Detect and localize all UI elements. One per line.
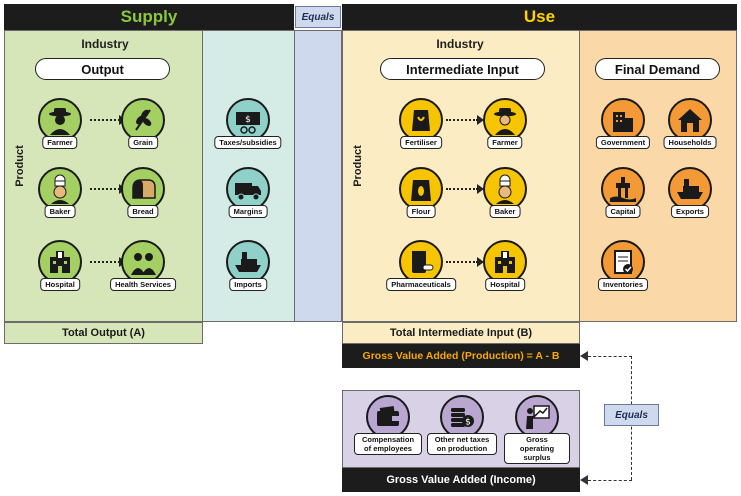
taxes-node: $ Taxes/subsidies — [203, 98, 293, 170]
presenter-icon — [515, 395, 559, 439]
node-label: Margins — [228, 205, 268, 218]
total-intermediate-input: Total Intermediate Input (B) — [342, 322, 580, 344]
grain-icon — [121, 98, 165, 142]
connector-top — [588, 356, 632, 357]
node-label: Taxes/subsidies — [214, 136, 282, 149]
margins-node: Margins — [203, 167, 293, 239]
node-label: Gross operating surplus — [504, 433, 570, 464]
inventories-icon — [601, 240, 645, 284]
households-icon — [668, 98, 712, 142]
coins-icon: $ — [440, 395, 484, 439]
connector-bottom — [588, 480, 632, 481]
supply-hospital-node: Hospital — [15, 240, 105, 312]
node-label: Bread — [127, 205, 159, 218]
hospital-icon — [38, 240, 82, 284]
use-farmer-node: Farmer — [460, 98, 550, 170]
gva-income: Gross Value Added (Income) — [342, 468, 580, 492]
node-label: Farmer — [42, 136, 78, 149]
supply-output-pill: Output — [35, 58, 170, 80]
flow-arrow — [446, 115, 484, 127]
node-label: Government — [595, 136, 651, 149]
use-fertiliser-node: Fertiliser — [376, 98, 466, 170]
capital-node: Capital — [578, 167, 668, 239]
flow-arrow — [446, 257, 484, 269]
truck-icon — [226, 167, 270, 211]
use-hospital-node: Hospital — [460, 240, 550, 312]
intermediate-input-pill: Intermediate Input — [380, 58, 545, 80]
node-label: Hospital — [40, 278, 80, 291]
wallet-icon — [366, 395, 410, 439]
use-baker-node: Baker — [460, 167, 550, 239]
supply-title: Supply — [120, 7, 178, 26]
health-services-icon — [121, 240, 165, 284]
supply-farmer-node: Farmer — [15, 98, 105, 170]
imports-node: Imports — [203, 240, 293, 312]
supply-baker-node: Baker — [15, 167, 105, 239]
flow-arrow — [446, 184, 484, 196]
gva-production: Gross Value Added (Production) = A - B — [342, 344, 580, 368]
equals-column — [294, 30, 342, 322]
inventories-node: Inventories — [578, 240, 668, 312]
other-taxes-node: $ Other net taxes on production — [417, 395, 507, 467]
arrowhead-bottom — [580, 475, 588, 485]
node-label: Pharmaceuticals — [386, 278, 456, 291]
node-label: Grain — [128, 136, 158, 149]
node-label: Imports — [229, 278, 267, 291]
supply-industry-label: Industry — [81, 37, 129, 51]
use-industry-label: Industry — [436, 37, 484, 51]
households-node: Households — [645, 98, 735, 170]
supply-health-services-node: Health Services — [98, 240, 188, 312]
node-label: Health Services — [110, 278, 176, 291]
node-label: Other net taxes on production — [427, 433, 497, 455]
supply-grain-node: Grain — [98, 98, 188, 170]
baker-icon — [483, 167, 527, 211]
supply-header: Supply — [4, 4, 294, 30]
node-label: Inventories — [597, 278, 649, 291]
node-label: Capital — [605, 205, 641, 218]
use-header: Use — [342, 4, 737, 30]
node-label: Flour — [406, 205, 436, 218]
compensation-node: Compensation of employees — [343, 395, 433, 467]
svg-text:$: $ — [245, 115, 251, 125]
node-label: Compensation of employees — [354, 433, 422, 455]
arrowhead-top — [580, 351, 588, 361]
node-label: Households — [663, 136, 717, 149]
hospital-icon — [483, 240, 527, 284]
node-label: Exports — [671, 205, 709, 218]
use-flour-node: Flour — [376, 167, 466, 239]
node-label: Fertiliser — [400, 136, 442, 149]
use-product-label: Product — [352, 145, 364, 187]
svg-text:$: $ — [465, 418, 471, 428]
final-demand-pill: Final Demand — [595, 58, 720, 80]
operating-surplus-node: Gross operating surplus — [492, 395, 582, 467]
taxes-icon: $ — [226, 98, 270, 142]
government-node: Government — [578, 98, 668, 170]
exports-icon — [668, 167, 712, 211]
exports-node: Exports — [645, 167, 735, 239]
total-output: Total Output (A) — [4, 322, 203, 344]
use-title: Use — [523, 7, 556, 26]
flour-icon — [399, 167, 443, 211]
baker-icon — [38, 167, 82, 211]
node-label: Hospital — [485, 278, 525, 291]
node-label: Farmer — [487, 136, 523, 149]
supply-bread-node: Bread — [98, 167, 188, 239]
fertiliser-icon — [399, 98, 443, 142]
equals-side: Equals — [604, 404, 659, 426]
node-label: Baker — [44, 205, 76, 218]
equals-top: Equals — [295, 6, 341, 28]
use-pharmaceuticals-node: Pharmaceuticals — [376, 240, 466, 312]
pharmaceuticals-icon — [399, 240, 443, 284]
node-label: Baker — [489, 205, 521, 218]
